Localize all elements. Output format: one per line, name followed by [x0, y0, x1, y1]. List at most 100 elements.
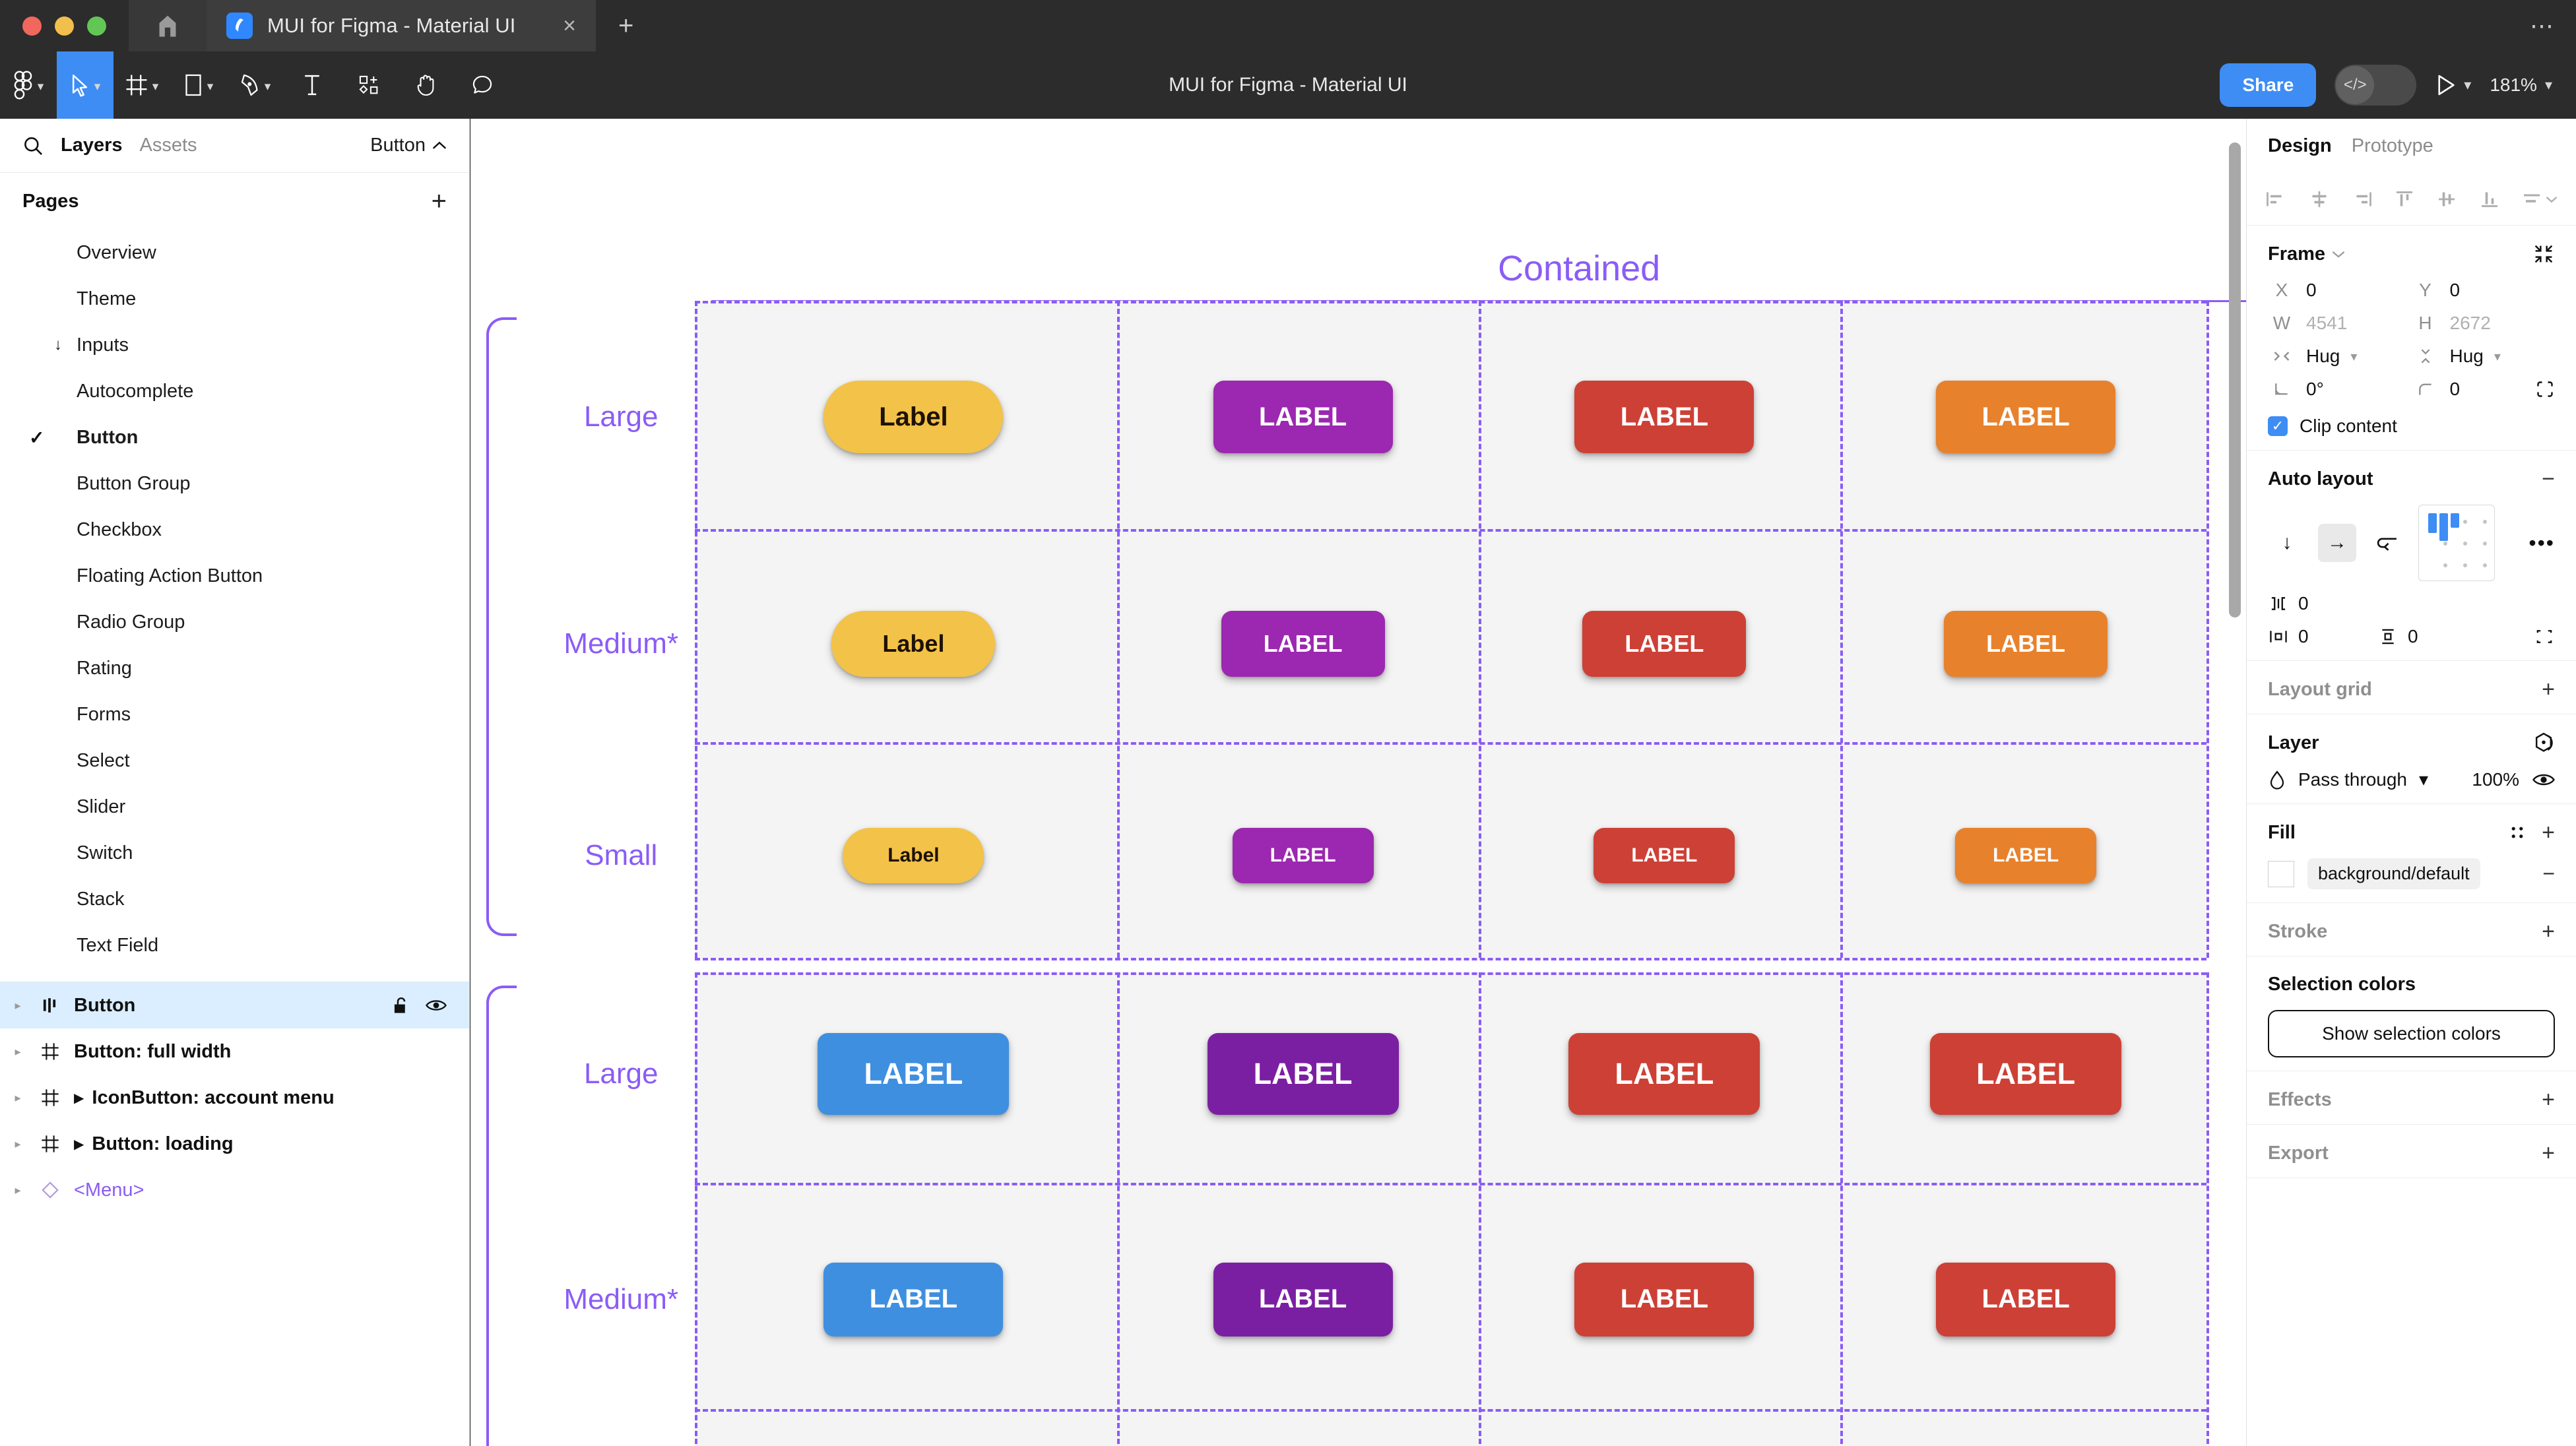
frame-title-label[interactable]: Contained	[1498, 249, 1661, 288]
canvas-scrollbar[interactable]	[2229, 142, 2241, 617]
add-stroke-button[interactable]: +	[2542, 919, 2555, 944]
tab-layers[interactable]: Layers	[61, 135, 123, 156]
page-item-radio-group[interactable]: Radio Group	[0, 599, 469, 645]
resources-icon[interactable]	[340, 51, 397, 119]
distribute-menu-icon[interactable]	[2521, 189, 2558, 209]
fill-token-name[interactable]: background/default	[2307, 858, 2480, 889]
layout-direction-horizontal[interactable]: →	[2318, 524, 2356, 562]
canvas-button[interactable]: LABEL	[1574, 381, 1755, 454]
tab-design[interactable]: Design	[2268, 135, 2332, 156]
canvas-button[interactable]: LABEL	[1221, 611, 1385, 677]
layer-item[interactable]: ▸▶Button: loading	[0, 1121, 469, 1167]
width-field[interactable]: W 4541	[2268, 313, 2412, 334]
add-page-button[interactable]: +	[431, 186, 447, 216]
move-tool-icon[interactable]: ▾	[57, 51, 113, 119]
canvas-button[interactable]: LABEL	[1944, 611, 2108, 677]
expand-triangle-icon[interactable]: ▶	[74, 1090, 84, 1106]
page-item-button-group[interactable]: Button Group	[0, 460, 469, 507]
layer-item[interactable]: ▸Button	[0, 982, 469, 1028]
canvas-button[interactable]: LABEL	[1574, 1262, 1755, 1336]
canvas-button[interactable]: LABEL	[818, 1033, 1010, 1116]
browser-tab[interactable]: MUI for Figma - Material UI ×	[207, 0, 596, 51]
figma-menu-icon[interactable]: ▾	[0, 51, 57, 119]
align-top-icon[interactable]	[2393, 189, 2416, 209]
vertical-padding-field[interactable]: 0	[2377, 626, 2476, 647]
rotation-field[interactable]: 0°	[2268, 379, 2412, 400]
page-item-theme[interactable]: Theme	[0, 276, 469, 322]
clip-content-checkbox[interactable]: ✓	[2268, 416, 2288, 436]
auto-layout-alignment-pad[interactable]	[2418, 505, 2495, 581]
canvas-button[interactable]: LABEL	[1930, 1033, 2122, 1116]
layout-wrap-button[interactable]	[2368, 524, 2406, 562]
unlock-icon[interactable]	[393, 995, 410, 1015]
home-button[interactable]	[129, 0, 207, 51]
canvas-button[interactable]: LABEL	[1955, 828, 2097, 884]
blend-mode-value[interactable]: Pass through	[2298, 769, 2407, 790]
layer-item[interactable]: ▸▶IconButton: account menu	[0, 1075, 469, 1121]
align-horizontal-center-icon[interactable]	[2308, 189, 2331, 209]
shape-tool-icon[interactable]: ▾	[170, 51, 227, 119]
show-selection-colors-button[interactable]: Show selection colors	[2268, 1010, 2555, 1057]
figma-canvas[interactable]: Contained Primary*SecondaryErrorWarningL…	[470, 119, 2246, 1446]
auto-layout-more-button[interactable]: •••	[2528, 530, 2555, 555]
canvas-button[interactable]: LABEL	[1568, 1033, 1760, 1116]
fill-styles-icon[interactable]	[2509, 824, 2526, 841]
page-item-autocomplete[interactable]: Autocomplete	[0, 368, 469, 414]
chevron-down-icon[interactable]	[2332, 250, 2345, 259]
opacity-value[interactable]: 100%	[2472, 769, 2519, 790]
remove-auto-layout-button[interactable]: −	[2542, 466, 2555, 491]
horizontal-resizing-select[interactable]: Hug ▾	[2268, 346, 2412, 367]
dev-mode-toggle[interactable]: </>	[2334, 65, 2417, 106]
canvas-button[interactable]: LABEL	[1213, 381, 1393, 454]
horizontal-padding-field[interactable]: 0	[2268, 626, 2367, 647]
comment-tool-icon[interactable]	[454, 51, 511, 119]
canvas-button[interactable]: LABEL	[1936, 381, 2116, 454]
search-icon[interactable]	[22, 135, 44, 156]
close-window-button[interactable]	[22, 16, 42, 36]
minimize-window-button[interactable]	[55, 16, 74, 36]
add-export-button[interactable]: +	[2542, 1141, 2555, 1166]
maximize-window-button[interactable]	[87, 16, 106, 36]
align-bottom-icon[interactable]	[2478, 189, 2501, 209]
page-item-select[interactable]: Select	[0, 738, 469, 784]
align-right-icon[interactable]	[2350, 189, 2373, 209]
add-effect-button[interactable]: +	[2542, 1087, 2555, 1112]
fill-color-swatch[interactable]	[2268, 860, 2294, 887]
vertical-resizing-select[interactable]: Hug ▾	[2412, 346, 2556, 367]
browser-overflow-menu[interactable]: ⋯	[2530, 12, 2554, 39]
expand-caret-icon[interactable]: ▸	[15, 1183, 21, 1197]
page-item-switch[interactable]: Switch	[0, 830, 469, 876]
canvas-button[interactable]: LABEL	[1936, 1262, 2116, 1336]
hand-tool-icon[interactable]	[397, 51, 454, 119]
gap-field[interactable]: 0	[2268, 593, 2367, 614]
page-item-checkbox[interactable]: Checkbox	[0, 507, 469, 553]
visibility-eye-icon[interactable]	[426, 998, 447, 1013]
y-position-field[interactable]: Y 0	[2412, 280, 2556, 301]
page-item-text-field[interactable]: Text Field	[0, 922, 469, 968]
visibility-eye-icon[interactable]	[2532, 772, 2555, 788]
independent-corners-icon[interactable]	[2535, 379, 2555, 399]
canvas-button[interactable]: Label	[823, 381, 1004, 454]
canvas-button[interactable]: LABEL	[1207, 1033, 1399, 1116]
layer-settings-icon[interactable]	[2532, 732, 2555, 754]
clip-content-row[interactable]: ✓ Clip content	[2268, 416, 2555, 437]
canvas-button[interactable]: LABEL	[1232, 828, 1374, 884]
layout-direction-vertical[interactable]: ↓	[2282, 532, 2292, 553]
align-vertical-center-icon[interactable]	[2435, 189, 2458, 209]
layer-item[interactable]: ▸Button: full width	[0, 1028, 469, 1075]
remove-fill-button[interactable]: −	[2542, 862, 2555, 885]
page-item-button[interactable]: ✓Button	[0, 414, 469, 460]
canvas-button[interactable]: Label	[831, 611, 996, 677]
present-button[interactable]: ▾	[2435, 74, 2471, 96]
canvas-button[interactable]: LABEL	[823, 1262, 1004, 1336]
expand-caret-icon[interactable]: ▸	[15, 1044, 21, 1058]
page-item-stack[interactable]: Stack	[0, 876, 469, 922]
add-fill-button[interactable]: +	[2542, 820, 2555, 845]
page-item-inputs[interactable]: ↓Inputs	[0, 322, 469, 368]
canvas-button[interactable]: Label	[843, 828, 984, 884]
canvas-button[interactable]: LABEL	[1213, 1262, 1393, 1336]
expand-triangle-icon[interactable]: ▶	[74, 1137, 84, 1152]
canvas-button[interactable]: LABEL	[1594, 828, 1735, 884]
page-item-overview[interactable]: Overview	[0, 230, 469, 276]
collapse-frame-icon[interactable]	[2532, 243, 2555, 265]
